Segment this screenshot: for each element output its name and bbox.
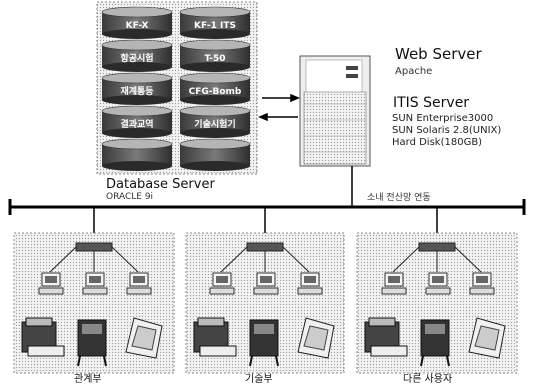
network-backbone xyxy=(8,199,526,215)
database-cylinder-label: 기술시험기 xyxy=(194,118,235,130)
client-group xyxy=(185,207,345,374)
group-label-2: 다른 사용자 xyxy=(403,374,453,385)
desktop-computer-icon xyxy=(126,272,152,295)
scanner-icon xyxy=(297,317,335,359)
printer-icon xyxy=(21,317,65,357)
printer-icon xyxy=(193,317,237,357)
database-cylinder-label: 결과교역 xyxy=(120,118,153,130)
database-cylinder: T-50 xyxy=(179,39,251,72)
database-cylinders: KF-X KF-1 ITS 항공시험 T-50 재계통등 CFG-Bomb 결과교역 기술시험… xyxy=(101,6,251,171)
database-server-title: Database Server xyxy=(106,177,215,192)
group-label-1: 기술부 xyxy=(245,374,273,385)
database-cylinder-label: CFG-Bomb xyxy=(189,87,242,97)
database-server-subtitle: ORACLE 9i xyxy=(106,192,154,202)
database-cylinder: KF-1 ITS xyxy=(179,6,251,39)
database-cylinder xyxy=(101,138,173,171)
plotter-icon xyxy=(249,319,279,367)
desktop-computer-icon xyxy=(209,272,235,295)
client-group xyxy=(13,207,175,374)
client-groups xyxy=(13,207,518,374)
scanner-icon xyxy=(125,317,163,359)
its-server-spec-2: Hard Disk(180GB) xyxy=(392,137,483,148)
its-server-spec-0: SUN Enterprise3000 xyxy=(392,113,494,124)
client-group xyxy=(356,207,518,374)
server-tower-icon xyxy=(299,55,371,167)
web-server-title: Web Server xyxy=(395,45,482,63)
plotter-icon xyxy=(420,319,450,367)
database-cylinder xyxy=(179,138,251,171)
database-cylinder-label: KF-X xyxy=(126,21,149,31)
network-hub-icon xyxy=(75,242,113,252)
web-server-software: Apache xyxy=(395,66,433,77)
database-cylinder-label: T-50 xyxy=(204,54,225,64)
scanner-icon xyxy=(468,317,506,359)
database-cylinder: KF-X xyxy=(101,6,173,39)
network-hub-icon xyxy=(246,242,284,252)
desktop-computer-icon xyxy=(425,272,451,295)
database-cylinder: 결과교역 xyxy=(101,105,173,138)
desktop-computer-icon xyxy=(38,272,64,295)
data-exchange-arrows xyxy=(258,93,300,122)
desktop-computer-icon xyxy=(253,272,279,295)
database-cylinder: 항공시험 xyxy=(101,39,173,72)
database-cylinder-label: 재계통등 xyxy=(120,85,153,97)
desktop-computer-icon xyxy=(469,272,495,295)
desktop-computer-icon xyxy=(297,272,323,295)
database-cylinder-label: KF-1 ITS xyxy=(194,21,236,31)
network-hub-icon xyxy=(418,242,456,252)
database-cylinder: CFG-Bomb xyxy=(179,72,251,105)
its-server-spec-1: SUN Solaris 2.8(UNIX) xyxy=(392,125,502,136)
database-cylinder-label: 항공시험 xyxy=(120,52,153,64)
printer-icon xyxy=(364,317,408,357)
its-server-title: ITIS Server xyxy=(393,95,470,111)
database-cylinder: 재계통등 xyxy=(101,72,173,105)
plotter-icon xyxy=(77,319,107,367)
group-label-0: 관계부 xyxy=(74,374,102,385)
network-label: 소내 전산망 연동 xyxy=(367,193,431,203)
desktop-computer-icon xyxy=(381,272,407,295)
database-cylinder: 기술시험기 xyxy=(179,105,251,138)
desktop-computer-icon xyxy=(82,272,108,295)
